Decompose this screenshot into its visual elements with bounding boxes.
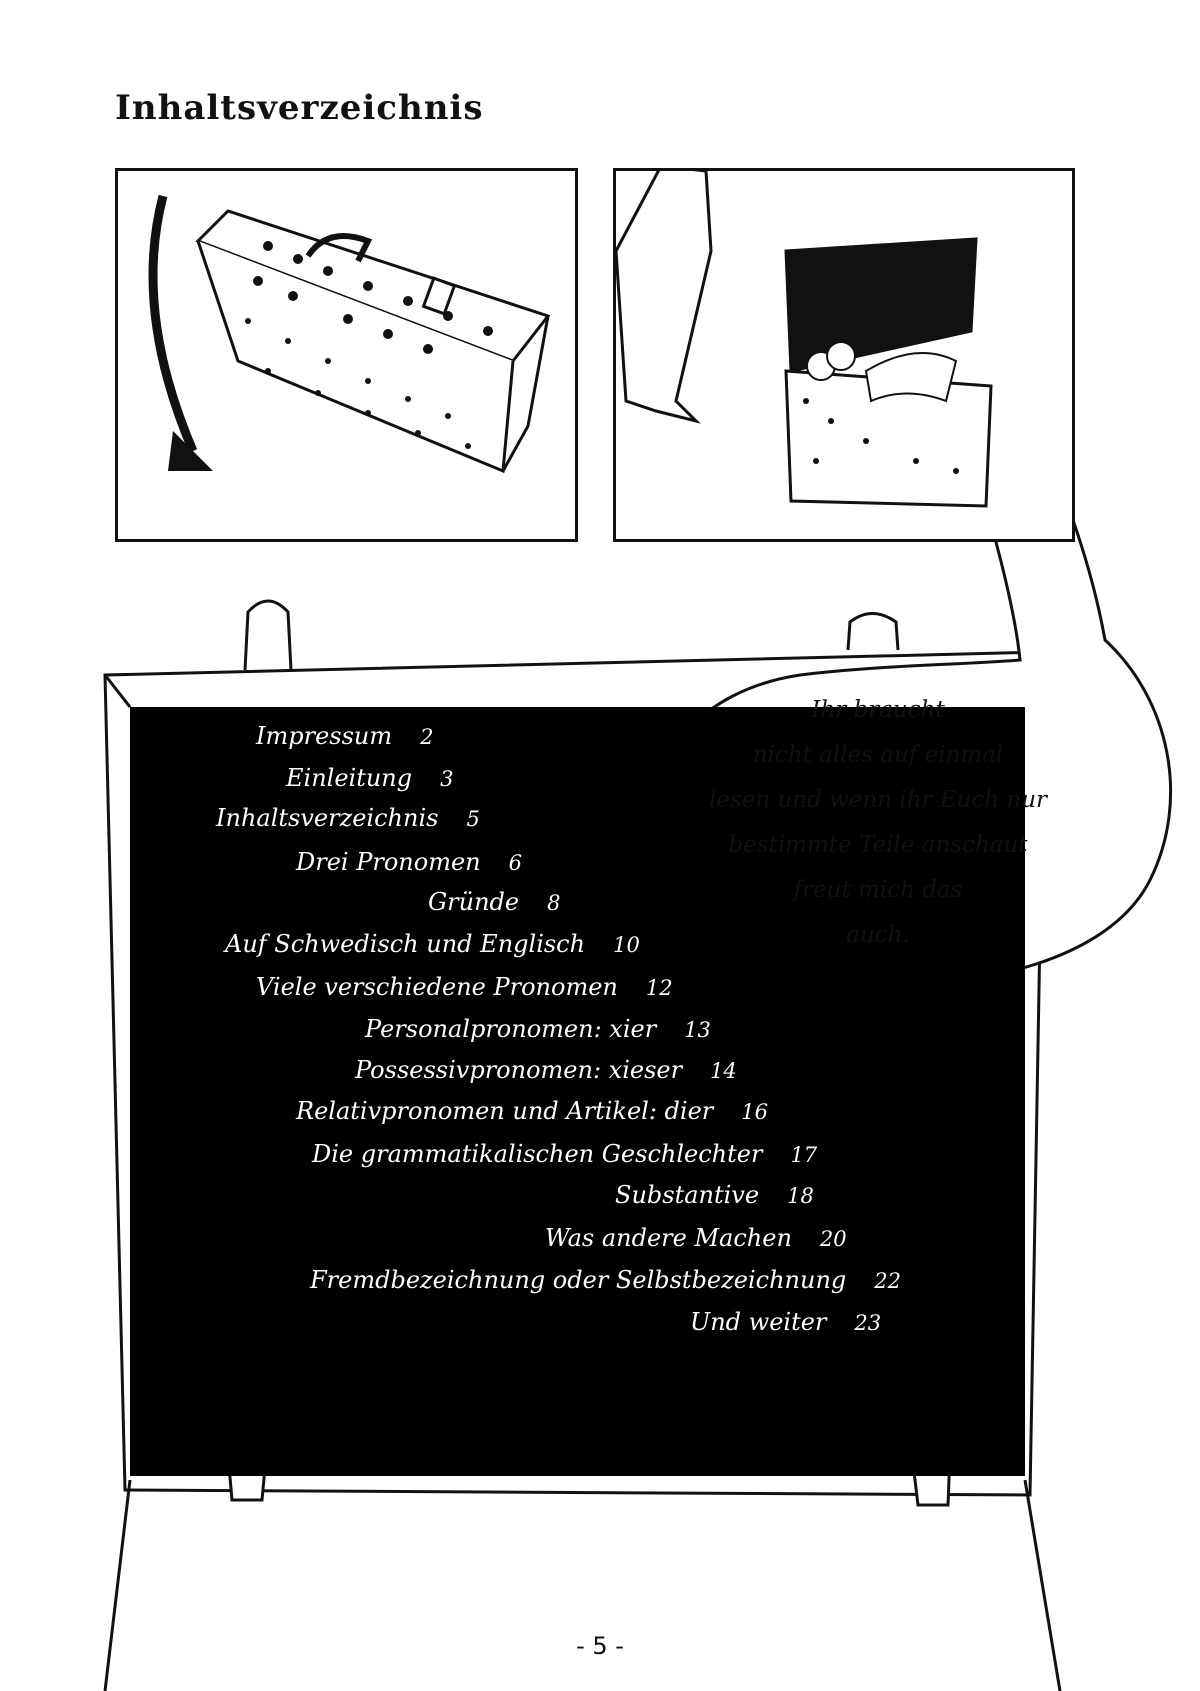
speech-bubble-line: bestimmte Teile anschaut <box>728 832 1028 858</box>
speech-bubble-line: nicht alles auf einmal <box>752 742 1004 768</box>
toc-board <box>130 707 1025 1476</box>
person-packing-drawing <box>616 171 993 508</box>
speech-bubble-line: Ihr braucht <box>811 697 945 723</box>
suitcase-tipping-drawing <box>148 194 551 474</box>
speech-bubble-line: auch. <box>846 922 910 948</box>
page-number: - 5 - <box>576 1632 624 1660</box>
panel-suitcase-tipping <box>115 168 578 542</box>
speech-bubble-line: lesen und wenn ihr Euch nur <box>708 787 1048 813</box>
page-title: Inhaltsverzeichnis <box>115 88 484 128</box>
speech-bubble-line: freut mich das <box>793 877 963 903</box>
panel-person-packing <box>613 168 1075 542</box>
speech-bubble-text: Ihr braucht nicht alles auf einmal lesen… <box>668 688 1088 958</box>
